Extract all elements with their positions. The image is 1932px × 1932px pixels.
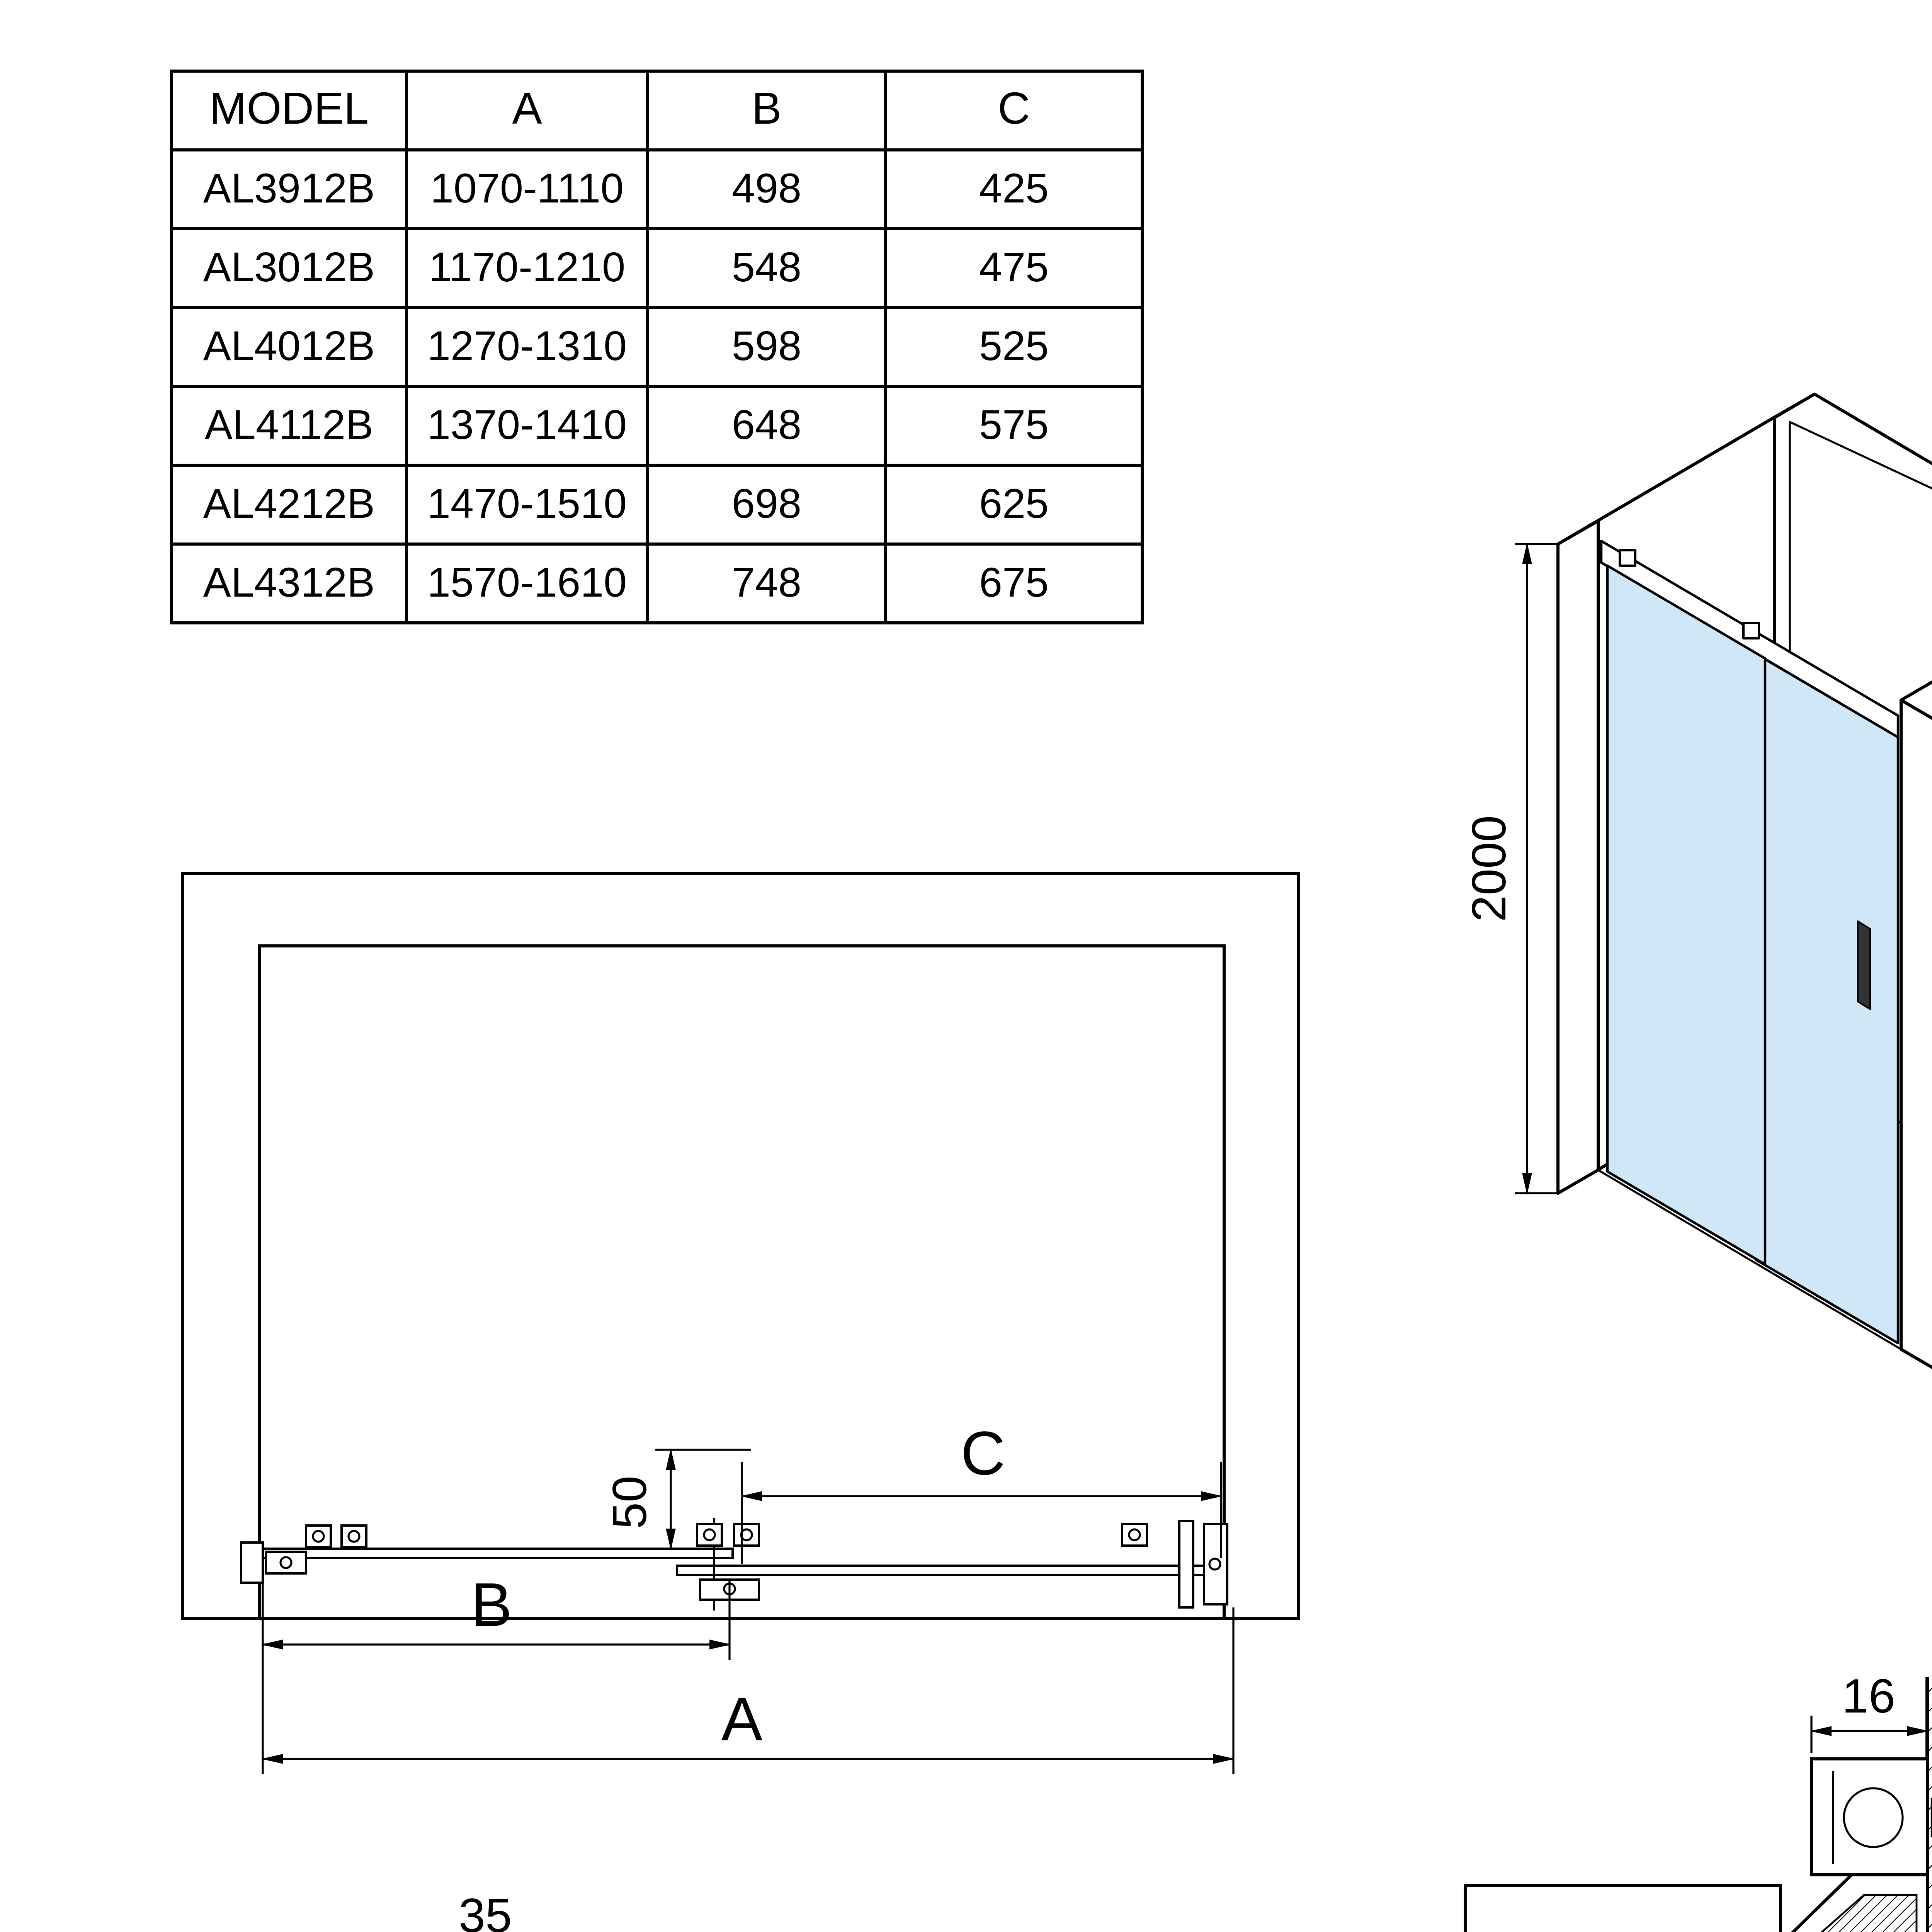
table-cell-a: 1170-1210 <box>405 227 649 309</box>
right-wall-top <box>1900 680 1932 720</box>
dim-profile-35: 35 <box>459 1889 512 1932</box>
table-cell-b: 548 <box>646 227 887 309</box>
dim-overall-a: A <box>261 1607 1235 1774</box>
table-row: AL4312B 1570-1610 748 675 <box>170 543 1144 624</box>
dim-2000-label: 2000 <box>1463 815 1516 922</box>
plan-left-wall-bracket <box>240 1541 307 1584</box>
table-cell-c: 575 <box>884 385 1144 467</box>
dim-overlap-50: 50 <box>603 1448 751 1550</box>
isometric-view: 2000 <box>1463 393 1932 1369</box>
plan-center-bracket <box>696 1518 760 1611</box>
table-cell-a: 1570-1610 <box>405 543 649 624</box>
table-row: AL3912B 1070-1110 498 425 <box>170 148 1144 230</box>
table-cell-model: AL4012B <box>170 306 408 388</box>
table-cell-a: 1270-1310 <box>405 306 649 388</box>
plan-view: C 50 B A <box>181 872 1300 1774</box>
roller-hanger <box>1619 549 1636 567</box>
floor-front-edge <box>1597 1169 1902 1350</box>
dim-profile-16: 16 <box>1810 1670 1929 1753</box>
table-header-row: MODEL A B C <box>170 70 1144 151</box>
dim-b-label: B <box>471 1570 512 1639</box>
roller-hanger <box>1742 622 1760 639</box>
plan-fixed-glass <box>259 1548 734 1559</box>
dim-35-label: 35 <box>459 1889 512 1932</box>
plan-sliding-glass <box>676 1565 1219 1576</box>
table-cell-b: 698 <box>646 464 887 546</box>
back-top-edge <box>1813 393 1932 466</box>
table-cell-a: 1370-1410 <box>405 385 649 467</box>
table-cell-model: AL4112B <box>170 385 408 467</box>
table-cell-a: 1070-1110 <box>405 148 649 230</box>
table-cell-model: AL3912B <box>170 148 408 230</box>
wall-profile-detail: 35 18,2 0-20 <box>459 1889 512 1932</box>
dim-c-label: C <box>961 1418 1005 1488</box>
table-row: AL4112B 1370-1410 648 575 <box>170 385 1144 467</box>
table-header-model: MODEL <box>170 70 408 151</box>
dim-height-2000: 2000 <box>1463 543 1558 1195</box>
table-row: AL4212B 1470-1510 698 625 <box>170 464 1144 546</box>
fixed-glass-panel <box>1754 652 1900 1345</box>
table-cell-c: 425 <box>884 148 1144 230</box>
table-cell-model: AL4312B <box>170 543 408 624</box>
dim-50-label: 50 <box>603 1476 656 1529</box>
table-cell-c: 475 <box>884 227 1144 309</box>
door-handle <box>1857 920 1871 1010</box>
sliding-glass-panel <box>1606 564 1767 1266</box>
left-wall-front <box>1556 519 1600 1195</box>
plan-right-bracket <box>1121 1520 1228 1609</box>
door-top-profile <box>1464 1884 1782 1932</box>
plan-outer-wall <box>181 872 1300 1620</box>
model-dimensions-table: MODEL A B C AL3912B 1070-1110 498 425 AL… <box>170 70 1144 624</box>
table-cell-b: 598 <box>646 306 887 388</box>
table-header-c: C <box>884 70 1144 151</box>
dim-door-c: C <box>740 1418 1223 1564</box>
plan-roller-left <box>305 1524 367 1548</box>
table-cell-model: AL4212B <box>170 464 408 546</box>
table-cell-model: AL3012B <box>170 227 408 309</box>
wall-hatch <box>1929 1677 1932 1932</box>
table-header-b: B <box>646 70 887 151</box>
table-row: AL3012B 1170-1210 548 475 <box>170 227 1144 309</box>
table-cell-a: 1470-1510 <box>405 464 649 546</box>
table-cell-b: 498 <box>646 148 887 230</box>
magnet-seal-rubber <box>1820 1894 1918 1932</box>
table-row: AL4012B 1270-1310 598 525 <box>170 306 1144 388</box>
dim-fixed-b: B <box>261 1570 731 1660</box>
plan-inner-wall <box>258 944 1226 1618</box>
corner-profile-detail: 16 <box>1464 1670 1932 1932</box>
table-cell-c: 675 <box>884 543 1144 624</box>
table-cell-c: 625 <box>884 464 1144 546</box>
wall-post-profile <box>1810 1757 1929 1876</box>
table-header-a: A <box>405 70 649 151</box>
right-wall-front <box>1900 699 1932 1369</box>
dim-16-label: 16 <box>1842 1670 1895 1723</box>
dim-a-label: A <box>721 1684 763 1753</box>
profile-bore <box>1843 1787 1904 1848</box>
table-cell-b: 648 <box>646 385 887 467</box>
table-cell-c: 525 <box>884 306 1144 388</box>
table-cell-b: 748 <box>646 543 887 624</box>
